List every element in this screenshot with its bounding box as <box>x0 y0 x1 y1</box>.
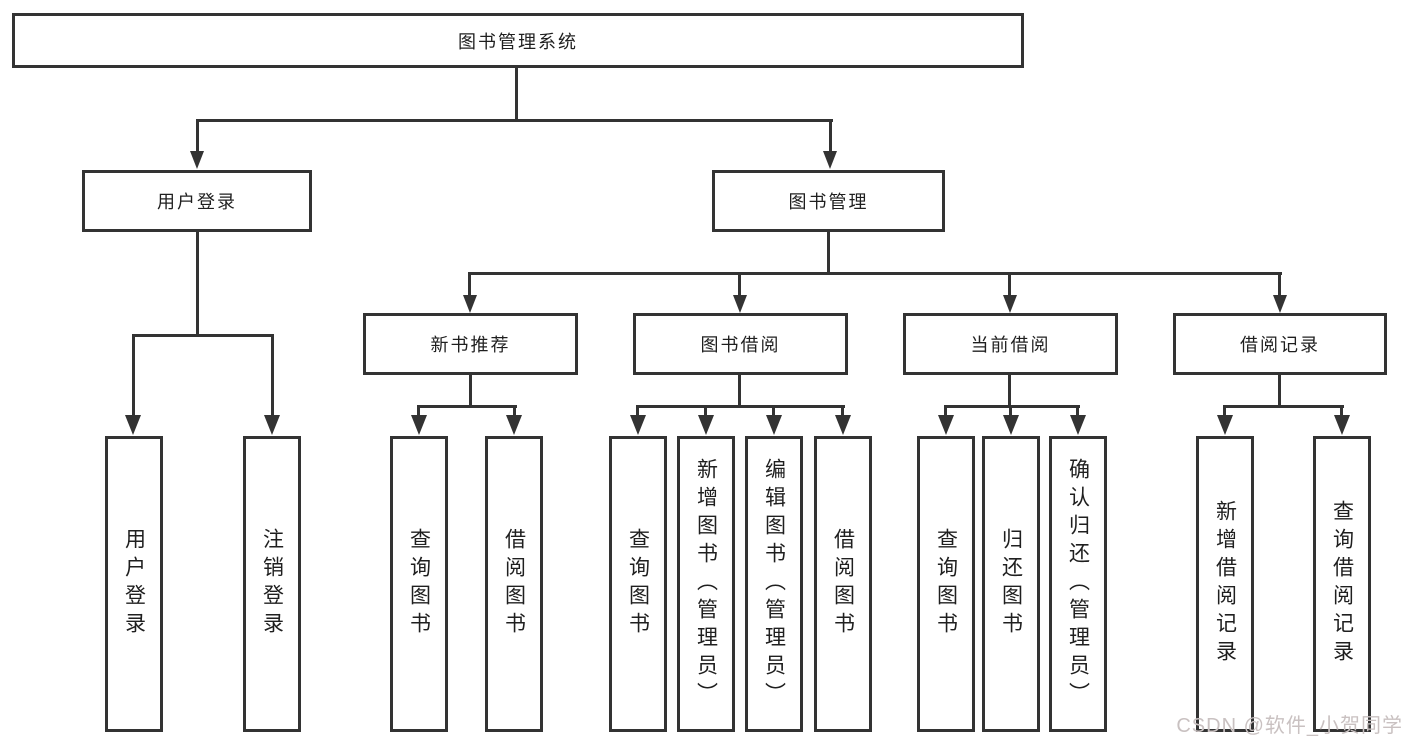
arrowhead-icon <box>630 415 646 435</box>
node-label: 编辑图书（管理员） <box>762 458 786 710</box>
node-new-book-recommendation: 新书推荐 <box>363 313 578 375</box>
node-label: 归还图书 <box>999 528 1023 640</box>
connector-line <box>196 231 199 337</box>
node-label: 查询图书 <box>407 528 431 640</box>
arrowhead-icon <box>1334 415 1350 435</box>
connector-line <box>515 66 518 121</box>
connector-line <box>271 334 274 417</box>
node-leaf-query-books-current: 查询图书 <box>917 436 975 732</box>
connector-line <box>772 405 775 419</box>
arrowhead-icon <box>1070 415 1086 435</box>
connector-line <box>636 405 845 408</box>
node-leaf-add-borrow-record: 新增借阅记录 <box>1196 436 1254 732</box>
node-label: 新增借阅记录 <box>1213 500 1237 668</box>
connector-line <box>944 405 1080 408</box>
node-label: 用户登录 <box>122 528 146 640</box>
connector-line <box>196 119 199 153</box>
csdn-watermark: CSDN @软件_小贺同学 <box>1176 715 1403 737</box>
arrowhead-icon <box>506 415 522 435</box>
connector-line <box>738 374 741 408</box>
arrowhead-icon <box>823 151 837 169</box>
connector-line <box>417 405 517 408</box>
node-leaf-borrow-books: 借阅图书 <box>814 436 872 732</box>
arrowhead-icon <box>835 415 851 435</box>
node-label: 图书管理系统 <box>458 31 578 52</box>
arrowhead-icon <box>1003 415 1019 435</box>
node-leaf-edit-books-admin: 编辑图书（管理员） <box>745 436 803 732</box>
node-label: 注销登录 <box>260 528 284 640</box>
connector-line <box>468 272 1282 275</box>
connector-line <box>417 405 420 419</box>
node-label: 借阅记录 <box>1240 335 1320 355</box>
node-label: 新增图书（管理员） <box>694 458 718 710</box>
node-current-borrowing: 当前借阅 <box>903 313 1118 375</box>
connector-line <box>196 119 833 122</box>
connector-line <box>468 272 471 298</box>
arrowhead-icon <box>125 415 141 435</box>
node-book-borrowing: 图书借阅 <box>633 313 848 375</box>
connector-line <box>827 231 830 275</box>
node-label: 查询借阅记录 <box>1330 500 1354 668</box>
arrowhead-icon <box>411 415 427 435</box>
node-label: 用户登录 <box>157 192 237 212</box>
arrowhead-icon <box>733 295 747 313</box>
connector-line <box>132 334 274 337</box>
connector-line <box>1008 374 1011 408</box>
connector-line <box>1278 374 1281 408</box>
arrowhead-icon <box>190 151 204 169</box>
arrowhead-icon <box>698 415 714 435</box>
connector-line <box>738 272 741 298</box>
node-label: 图书借阅 <box>700 335 781 355</box>
arrowhead-icon <box>264 415 280 435</box>
node-leaf-query-books-recommend: 查询图书 <box>390 436 448 732</box>
arrowhead-icon <box>1003 295 1017 313</box>
node-label: 借阅图书 <box>831 528 855 640</box>
arrowhead-icon <box>463 295 477 313</box>
node-label: 确认归还（管理员） <box>1066 458 1090 710</box>
connector-line <box>636 405 639 419</box>
arrowhead-icon <box>1273 295 1287 313</box>
node-label: 图书管理 <box>788 192 869 212</box>
node-label: 当前借阅 <box>970 335 1051 355</box>
arrowhead-icon <box>766 415 782 435</box>
connector-line <box>1223 405 1344 408</box>
connector-line <box>1009 405 1012 419</box>
connector-line <box>1340 405 1343 419</box>
node-label: 查询图书 <box>626 528 650 640</box>
node-library-management-system: 图书管理系统 <box>12 13 1024 68</box>
connector-line <box>829 119 832 153</box>
node-leaf-query-books-borrowing: 查询图书 <box>609 436 667 732</box>
node-label: 借阅图书 <box>502 528 526 640</box>
arrowhead-icon <box>1217 415 1233 435</box>
node-leaf-logout: 注销登录 <box>243 436 301 732</box>
node-label: 查询图书 <box>934 528 958 640</box>
connector-line <box>469 374 472 408</box>
connector-line <box>513 405 516 419</box>
connector-line <box>1076 405 1079 419</box>
connector-line <box>1008 272 1011 298</box>
node-leaf-borrow-books-recommend: 借阅图书 <box>485 436 543 732</box>
connector-line <box>1223 405 1226 419</box>
node-leaf-add-books-admin: 新增图书（管理员） <box>677 436 735 732</box>
node-book-management: 图书管理 <box>712 170 945 232</box>
node-label: 新书推荐 <box>430 335 511 355</box>
node-leaf-user-login: 用户登录 <box>105 436 163 732</box>
node-leaf-query-borrow-record: 查询借阅记录 <box>1313 436 1371 732</box>
node-user-login: 用户登录 <box>82 170 312 232</box>
connector-line <box>704 405 707 419</box>
node-borrowing-records: 借阅记录 <box>1173 313 1387 375</box>
connector-line <box>132 334 135 417</box>
arrowhead-icon <box>938 415 954 435</box>
connector-line <box>841 405 844 419</box>
node-leaf-confirm-return-admin: 确认归还（管理员） <box>1049 436 1107 732</box>
connector-line <box>1278 272 1281 298</box>
connector-line <box>944 405 947 419</box>
node-leaf-return-books: 归还图书 <box>982 436 1040 732</box>
